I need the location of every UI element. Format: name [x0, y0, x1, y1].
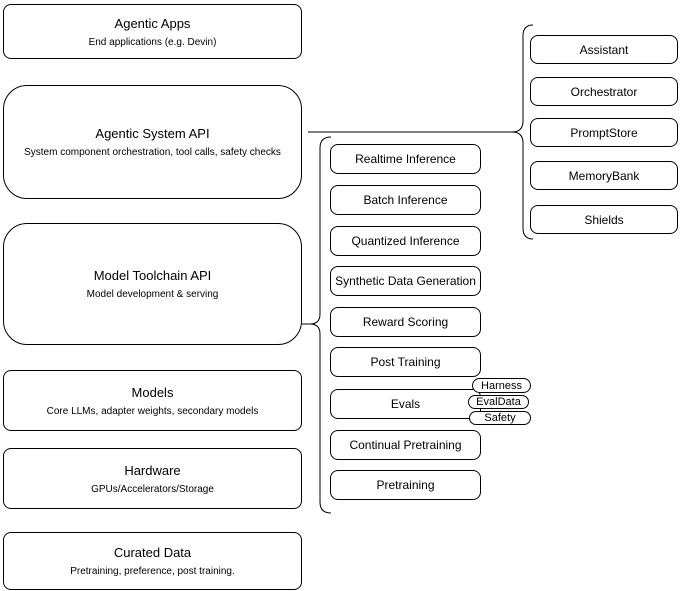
node-promptstore: PromptStore	[530, 118, 678, 147]
pill-safety: Safety	[469, 411, 531, 425]
node-title: Agentic System API	[95, 126, 210, 141]
node-subtitle: Pretraining, preference, post training.	[70, 566, 235, 577]
pill-label: Harness	[481, 379, 522, 392]
node-label: Synthetic Data Generation	[335, 274, 476, 288]
node-subtitle: GPUs/Accelerators/Storage	[91, 483, 214, 495]
node-realtime-inference: Realtime Inference	[330, 144, 481, 174]
node-batch-inference: Batch Inference	[330, 185, 481, 215]
node-label: Realtime Inference	[355, 152, 456, 166]
node-label: Post Training	[370, 355, 441, 369]
node-subtitle: Model development & serving	[86, 289, 219, 300]
node-agentic-apps: Agentic Apps End applications (e.g. Devi…	[3, 4, 302, 59]
node-pretraining: Pretraining	[330, 470, 481, 500]
node-label: Assistant	[579, 42, 629, 57]
node-subtitle: End applications (e.g. Devin)	[88, 36, 217, 48]
node-models: Models Core LLMs, adapter weights, secon…	[3, 370, 302, 431]
node-label: Batch Inference	[363, 193, 448, 207]
node-synthetic-data-generation: Synthetic Data Generation	[330, 266, 481, 296]
node-hardware: Hardware GPUs/Accelerators/Storage	[3, 448, 302, 509]
node-title: Agentic Apps	[114, 15, 191, 31]
node-label: Quantized Inference	[351, 234, 460, 248]
node-reward-scoring: Reward Scoring	[330, 307, 481, 337]
pill-label: EvalData	[476, 396, 521, 408]
node-title: Hardware	[124, 462, 181, 478]
node-continual-pretraining: Continual Pretraining	[330, 430, 481, 460]
node-label: Continual Pretraining	[349, 438, 462, 452]
node-label: PromptStore	[570, 125, 638, 140]
curly-brace-right-column	[511, 24, 534, 240]
node-label: MemoryBank	[568, 168, 640, 183]
node-label: Orchestrator	[570, 84, 638, 99]
node-label: Pretraining	[376, 478, 435, 492]
node-shields: Shields	[530, 205, 678, 234]
node-label: Reward Scoring	[362, 315, 449, 329]
node-title: Model Toolchain API	[93, 268, 212, 283]
node-model-toolchain-api: Model Toolchain API Model development & …	[3, 223, 302, 345]
node-quantized-inference: Quantized Inference	[330, 226, 481, 256]
node-memorybank: MemoryBank	[530, 161, 678, 190]
node-label: Evals	[390, 397, 421, 411]
pill-harness: Harness	[472, 378, 531, 393]
curly-brace-middle-column	[309, 136, 332, 514]
node-post-training: Post Training	[330, 347, 481, 377]
node-agentic-system-api: Agentic System API System component orch…	[3, 85, 302, 199]
node-subtitle: Core LLMs, adapter weights, secondary mo…	[46, 405, 259, 417]
pill-evaldata: EvalData	[468, 395, 529, 409]
node-evals: Evals	[330, 389, 481, 419]
node-title: Models	[131, 384, 174, 400]
node-orchestrator: Orchestrator	[530, 77, 678, 106]
node-subtitle: System component orchestration, tool cal…	[24, 147, 281, 158]
node-assistant: Assistant	[530, 35, 678, 64]
node-curated-data: Curated Data Pretraining, preference, po…	[3, 532, 302, 590]
node-title: Curated Data	[113, 545, 192, 560]
pill-label: Safety	[484, 412, 516, 424]
node-label: Shields	[584, 212, 624, 227]
